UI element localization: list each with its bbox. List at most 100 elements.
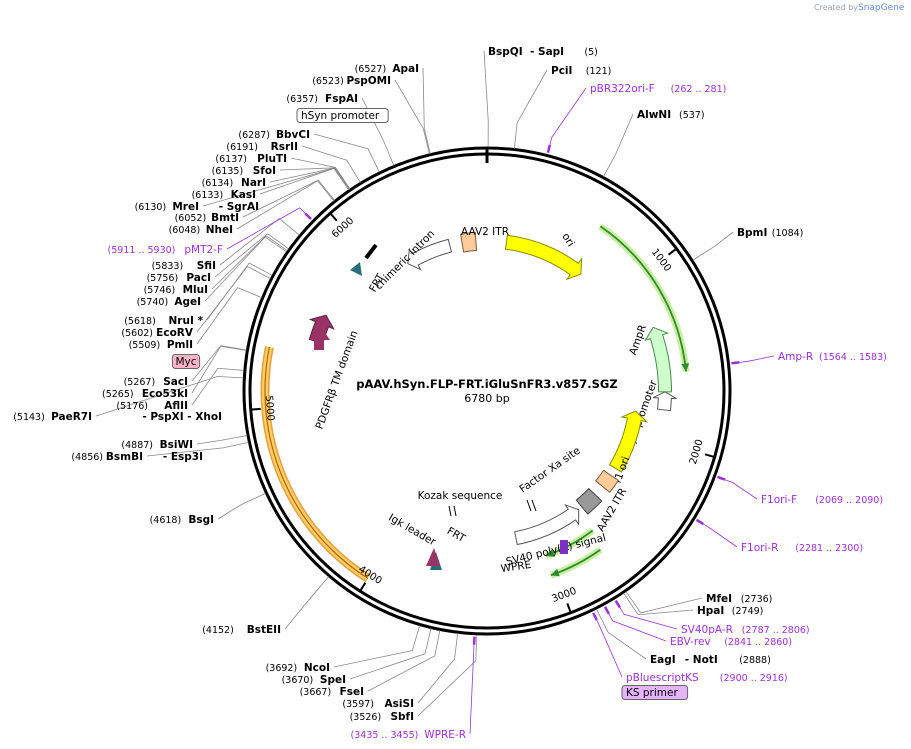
primer-leader <box>596 619 623 678</box>
enzyme-leader <box>191 367 244 406</box>
plasmid-size: 6780 bp <box>464 392 509 405</box>
feature-box <box>460 231 478 253</box>
factorxa-marker-2 <box>531 499 537 512</box>
enzyme-site[interactable]: PspOMI(6523) <box>312 75 391 87</box>
primer-site[interactable]: SV40pA-R(2787 .. 2806) <box>681 624 810 636</box>
enzyme-site[interactable]: PciI(121) <box>551 65 611 77</box>
enzyme-site[interactable]: MfeI(2736) <box>706 593 772 605</box>
primer-mark <box>614 600 621 609</box>
feature-kozak-sequence[interactable]: Kozak sequence <box>418 490 503 502</box>
tick-line <box>250 407 261 411</box>
feature-ks-primer[interactable]: KS primer <box>621 685 689 700</box>
enzyme-site[interactable]: NarI(6134) <box>202 177 266 189</box>
enzyme-site[interactable]: SfoI(6135) <box>212 165 276 177</box>
enzyme-name: PciI <box>551 65 572 77</box>
feature-label: AAV2 ITR <box>461 226 509 238</box>
enzyme-site[interactable]: FseI(3667) <box>300 686 364 698</box>
kozak-marker-2 <box>453 505 457 517</box>
enzyme-site[interactable]: BsiWI(4887) <box>121 439 193 451</box>
tick-line <box>566 602 572 614</box>
enzyme-site[interactable]: PacI(5756) <box>147 272 211 284</box>
enzyme-site[interactable]: BstEII(4152) <box>202 624 281 636</box>
enzyme-name: BsmBI <box>106 451 143 463</box>
primer-site[interactable]: pMT2-F(5911 .. 5930) <box>108 244 223 256</box>
primer-site[interactable]: pBluescriptKS(2900 .. 2916) <box>626 672 788 684</box>
enzyme-site[interactable]: AlwNI(537) <box>637 109 705 121</box>
enzyme-site[interactable]: NruI *(5618) <box>124 315 203 327</box>
enzyme-name: FseI <box>340 686 364 698</box>
enzyme-site[interactable]: SbfI(3526) <box>350 711 414 723</box>
enzyme-site[interactable]: BsgI(4618) <box>150 514 214 526</box>
primer-site[interactable]: WPRE-R(3435 .. 3455) <box>351 729 466 741</box>
feature-factor-xa-site[interactable]: Factor Xa site <box>517 445 582 496</box>
enzyme-site[interactable]: PluTI(6137) <box>215 153 287 165</box>
feature-label: WPRE <box>500 559 532 575</box>
feature-aav2-itr[interactable]: AAV2 ITR <box>460 226 509 253</box>
enzyme-name: BmtI <box>211 212 239 224</box>
enzyme-position: (3597) <box>342 699 374 710</box>
enzyme-name: MluI <box>183 284 208 296</box>
primer-mark <box>731 361 740 365</box>
enzyme-name: NarI <box>241 177 266 189</box>
feature-igk-leader[interactable]: Igk leader <box>386 512 438 549</box>
primer-site[interactable]: pBR322ori-F(262 .. 281) <box>590 83 726 95</box>
enzyme-site[interactable]: SpeI(3670) <box>282 674 346 686</box>
feature-label: Factor Xa site <box>517 445 582 496</box>
enzyme-leader <box>219 217 300 266</box>
enzyme-site[interactable]: KasI(6133) <box>192 189 256 201</box>
feature-label-box <box>171 354 201 369</box>
feature-wpre[interactable]: WPRE <box>500 503 580 575</box>
enzyme-site[interactable]: EcoRV(5602) <box>121 327 193 339</box>
primer-name: SV40pA-R <box>681 624 733 636</box>
enzyme-site[interactable]: FspAI(6357) <box>286 93 358 105</box>
feature-myc[interactable]: Myc <box>171 354 201 369</box>
green-arc-glow <box>598 223 690 372</box>
enzyme-position: (4856) <box>71 452 103 463</box>
primer-range: (262 .. 281) <box>671 84 727 95</box>
kozak-marker <box>448 505 452 517</box>
primer-site[interactable]: EBV-rev(2841 .. 2860) <box>670 636 792 648</box>
primer-site[interactable]: F1ori-R(2281 .. 2300) <box>741 542 863 554</box>
feature-frt[interactable]: FRT <box>445 525 468 545</box>
enzyme-leader <box>146 442 249 457</box>
enzyme-site[interactable]: AsiSI (3597) <box>342 698 414 710</box>
primer-range: (2900 .. 2916) <box>720 673 788 684</box>
feature-ori[interactable]: ori <box>504 231 583 281</box>
enzyme-site[interactable]: SfiI(5833) <box>152 260 216 272</box>
enzyme-site[interactable]: HpaI(2749) <box>697 605 763 617</box>
enzyme-site[interactable]: BmtI(6052) <box>175 212 239 224</box>
enzyme-position: (5602) <box>121 328 153 339</box>
enzyme-site[interactable]: AgeI(5740) <box>137 296 201 308</box>
primer-site[interactable]: Amp-R(1564 .. 1583) <box>778 351 887 363</box>
feature-hsyn-promoter[interactable]: hSyn promoter <box>296 108 389 123</box>
green-arc <box>599 225 687 372</box>
enzyme-site[interactable]: PmlI(5509) <box>129 339 193 351</box>
enzyme-site[interactable]: EagI- NotI(2888) <box>650 654 771 666</box>
feature-f1-ori[interactable]: f1 ori <box>608 410 649 485</box>
enzyme-site[interactable]: ApaI(6527) <box>355 63 419 75</box>
enzyme-site[interactable]: RsrII(6191) <box>226 141 298 153</box>
enzyme-site[interactable]: BpmI(1084) <box>737 227 803 239</box>
enzyme-site[interactable]: NcoI(3692) <box>266 662 330 674</box>
enzyme-site[interactable]: AflII(5176) <box>116 400 188 412</box>
enzyme-site[interactable]: NheI(6048) <box>169 224 233 236</box>
enzyme-site[interactable]: SacI(5267) <box>124 376 188 388</box>
enzyme-site[interactable]: BbvCI(6287) <box>238 129 310 141</box>
primer-mark <box>695 518 705 526</box>
green-arc-arrowhead <box>550 568 560 577</box>
feature-chimeric-intron[interactable]: chimeric intron <box>373 228 453 293</box>
primer-mark <box>546 144 552 153</box>
enzyme-position: (6357) <box>286 94 318 105</box>
enzyme-site[interactable]: Eco53kI(5265) <box>102 388 188 400</box>
feature-label: ori <box>559 231 576 249</box>
enzyme-position: (6137) <box>215 154 247 165</box>
enzyme-name: NruI * <box>169 315 204 327</box>
enzyme-position: (5746) <box>144 285 176 296</box>
primer-site[interactable]: F1ori-F(2069 .. 2090) <box>761 494 883 506</box>
enzyme-site[interactable]: MluI (5746) <box>144 284 208 296</box>
enzyme-name: AsiSI <box>385 698 414 710</box>
enzyme-site[interactable]: BspQI- SapI(5) <box>488 46 598 58</box>
